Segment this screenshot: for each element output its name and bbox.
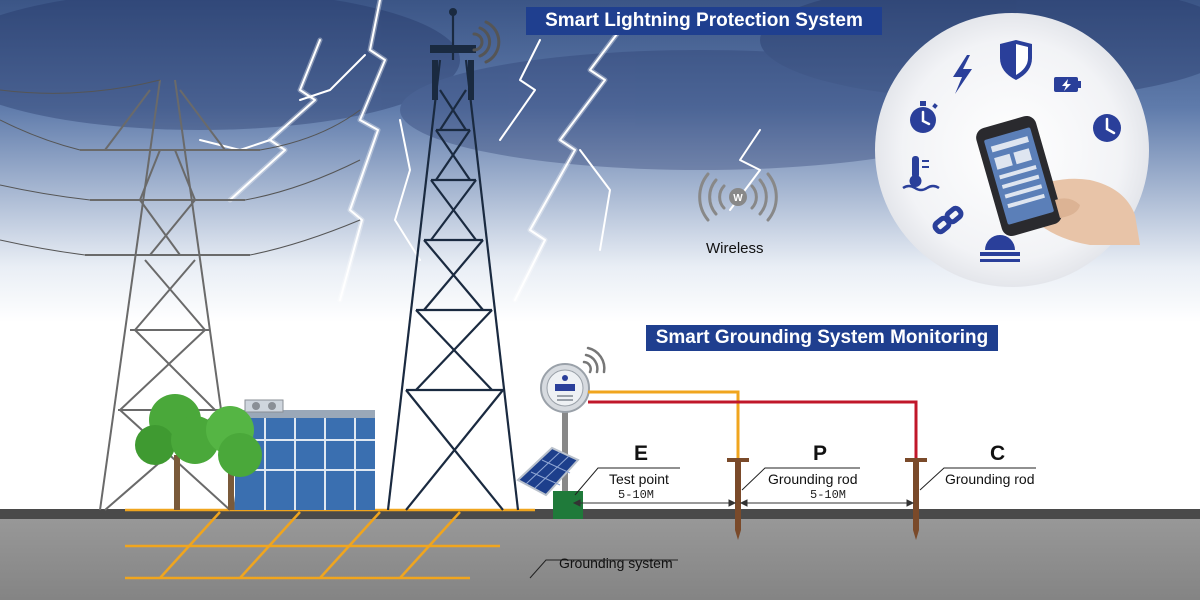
electrode-c-label: C [990,442,1006,465]
orange-wire [588,390,740,460]
solar-panel [516,446,580,497]
test-instrument [540,363,590,495]
grounding-rod-c-label: Grounding rod [945,471,1035,487]
smartphone-hand [976,115,1140,245]
grounding-grid [125,508,535,580]
feature-icons [902,40,1121,262]
label-leaders [574,467,1036,496]
grounding-system-leader [529,559,678,579]
ground-surface [0,510,1200,600]
ground-line [0,509,1200,519]
grounding-rod-p [727,458,749,540]
lightning-bolts [199,0,761,303]
electrode-e-label: E [634,442,649,465]
red-wire [588,400,918,460]
wireless-label: Wireless [706,240,764,257]
stopwatch-icon [910,101,938,133]
wireless-icon [698,172,778,222]
wireless-badge: W [733,193,743,204]
distance-e-p-label: 5-10M [618,488,655,502]
instrument-wireless-icon [582,346,606,374]
trees [135,394,262,510]
lightning-bolt-icon [953,55,972,94]
tower-wireless-icon [472,20,501,64]
test-point-label: Test point [609,471,669,487]
telecom-tower [386,10,520,511]
battery-charging-icon [1054,77,1081,92]
chain-link-icon [932,205,964,235]
electrode-p-label: P [813,442,828,465]
balance-scale-icon [980,235,1020,262]
shield-icon [1000,40,1032,80]
thermometer-icon [902,156,940,192]
lightning-system-title: Smart Lightning Protection System [526,7,882,35]
grounding-rod-c [905,458,927,540]
distance-p-c-label: 5-10M [810,488,847,502]
grounding-system-label: Grounding system [559,555,673,571]
grounding-monitoring-title: Smart Grounding System Monitoring [646,325,998,351]
grounding-rod-p-label: Grounding rod [768,471,858,487]
distance-arrows [572,499,915,507]
tower-antennas [430,8,476,100]
power-lines [0,79,361,256]
clock-icon [1093,114,1121,142]
